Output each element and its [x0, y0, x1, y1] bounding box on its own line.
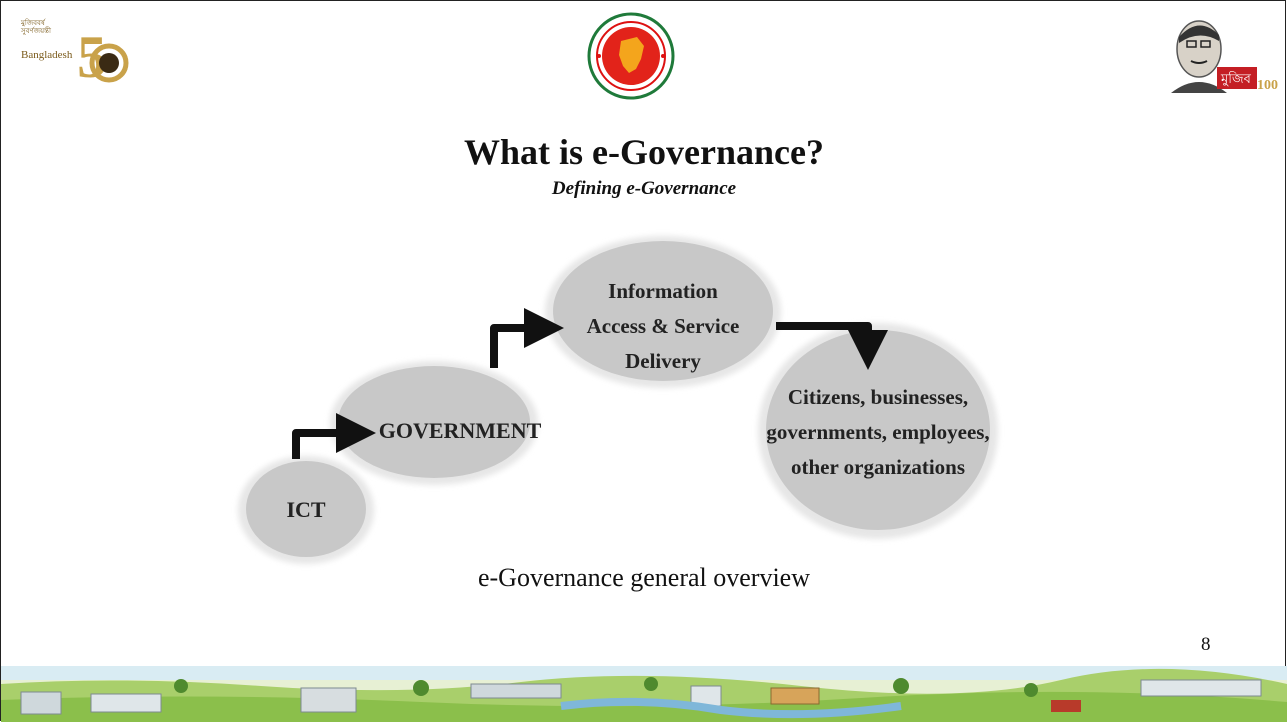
arrow-info-to-citizens: [776, 322, 888, 370]
government-seal-logo: [581, 11, 681, 101]
e-governance-diagram: ICT GOVERNMENT Information Access & Serv…: [236, 226, 1086, 566]
node-government-label: GOVERNMENT: [379, 418, 542, 443]
footer-landscape-banner: [1, 666, 1287, 722]
logo-50-country-text: Bangladesh: [21, 49, 73, 61]
arrow-ict-to-government: [292, 413, 376, 459]
diagram-caption: e-Governance general overview: [477, 563, 811, 592]
node-info-label-line1: Information: [608, 279, 718, 303]
node-ict: [246, 461, 366, 557]
slide-title: What is e-Governance?: [464, 132, 824, 172]
mujib-logo-number: 100: [1257, 78, 1278, 93]
mujib-100-logo: মুজিব 100: [1161, 11, 1278, 101]
node-information-access: [553, 241, 773, 381]
node-citizens: [766, 330, 990, 530]
node-info-label-line2: Access & Service: [587, 314, 740, 338]
bangladesh-50-logo: 5 মুজিববর্ষ সুবর্ণজয়ন্তী Bangladesh: [19, 11, 129, 93]
node-government: [338, 366, 530, 478]
slide-subtitle: Defining e-Governance: [551, 178, 737, 199]
node-citizens-label-line3: other organizations: [791, 455, 965, 479]
node-info-label-line3: Delivery: [625, 349, 701, 373]
arrow-government-to-info: [490, 308, 564, 368]
logo-50-small-text: মুজিববর্ষ সুবর্ণজয়ন্তী: [21, 19, 51, 35]
page-number: 8: [1201, 634, 1211, 655]
node-citizens-label-line1: Citizens, businesses,: [788, 385, 968, 409]
node-ict-label: ICT: [286, 497, 325, 522]
mujib-logo-text: মুজিব: [1220, 71, 1252, 87]
node-citizens-label-line2: governments, employees,: [766, 420, 989, 444]
